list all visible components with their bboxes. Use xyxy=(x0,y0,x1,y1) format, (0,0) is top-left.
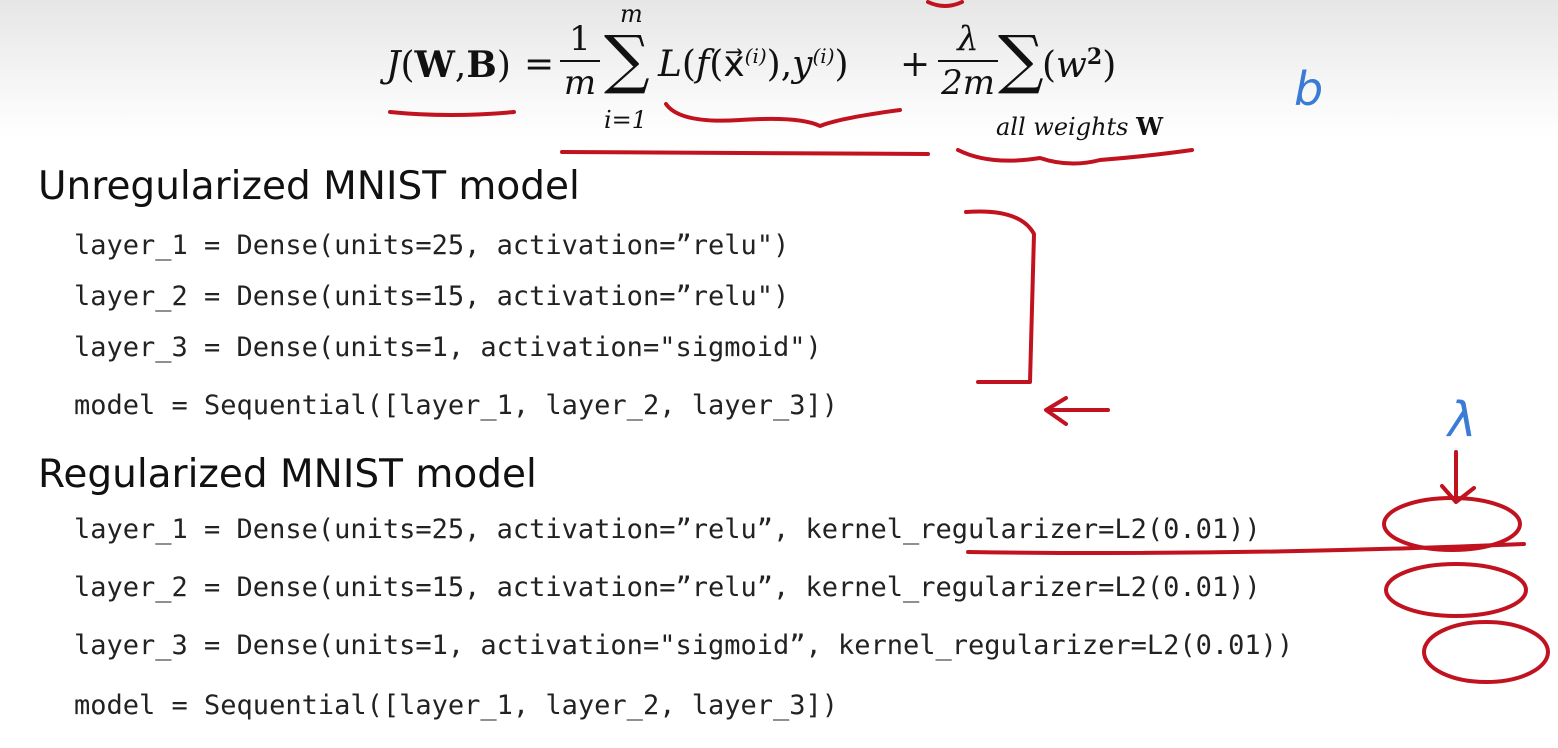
circle-lambda-3 xyxy=(1422,620,1550,684)
cost-lhs: J(W,B) xyxy=(386,44,511,86)
loss-x: x⃗ xyxy=(723,44,745,85)
fraction-one-over-m: 1 m xyxy=(560,20,600,102)
loss-inner-open: ( xyxy=(709,44,724,85)
frac2-numerator: λ xyxy=(957,19,979,59)
frac1-bar xyxy=(560,60,600,62)
circle-lambda-2 xyxy=(1384,562,1528,618)
underline-kernel-regularizer xyxy=(966,542,1526,555)
loss-y: y xyxy=(792,44,813,85)
frac2-bar xyxy=(938,60,998,62)
sum2-w: w xyxy=(1056,45,1087,86)
sum1-upper-limit: m xyxy=(620,0,643,28)
reg-code-line-1: layer_1 = Dense(units=25, activation=”re… xyxy=(74,514,1261,545)
loss-x-sup: (i) xyxy=(744,44,767,68)
sum2-open: ( xyxy=(1042,45,1057,86)
weights-squared: (w2) xyxy=(1042,44,1116,86)
lhs-close: ) xyxy=(496,45,511,86)
lhs-comma: , xyxy=(454,45,467,86)
unreg-code-line-1: layer_1 = Dense(units=25, activation=”re… xyxy=(74,230,790,261)
arrow-lambda-down xyxy=(1440,450,1476,504)
equals-sign: = xyxy=(524,44,555,85)
loss-comma: , xyxy=(780,44,793,85)
sum2-close: ) xyxy=(1102,45,1117,86)
underline-regularization xyxy=(956,148,1194,166)
sum2-sigma: ∑ xyxy=(998,23,1044,97)
loss-open: ( xyxy=(681,44,696,85)
sum2-exponent: 2 xyxy=(1086,44,1103,70)
unregularized-heading: Unregularized MNIST model xyxy=(38,164,580,209)
arrow-to-model xyxy=(1044,396,1110,426)
reg-code-line-2: layer_2 = Dense(units=15, activation=”re… xyxy=(74,572,1261,603)
loss-f: f xyxy=(695,44,710,85)
lhs-func: J xyxy=(386,45,401,86)
plus-sign: + xyxy=(900,44,931,85)
sum2-lower-limit: all weights W xyxy=(996,112,1163,141)
reg-code-line-3: layer_3 = Dense(units=1, activation="sig… xyxy=(74,630,1294,661)
lhs-open: ( xyxy=(400,45,415,86)
unreg-code-line-4: model = Sequential([layer_1, layer_2, la… xyxy=(74,390,839,421)
regularized-heading: Regularized MNIST model xyxy=(38,452,537,497)
sum2-lower-bold: W xyxy=(1136,112,1164,141)
fraction-lambda-over-2m: λ 2m xyxy=(938,20,998,102)
frac2-denominator: 2m xyxy=(941,63,995,103)
sum2-lower-text: all weights xyxy=(996,113,1129,141)
handwritten-lambda-note: λ xyxy=(1448,392,1477,448)
loss-y-sup: (i) xyxy=(812,44,835,68)
underline-average xyxy=(560,150,930,156)
loss-term: L(f(x⃗(i)),y(i)) xyxy=(658,44,849,85)
unreg-code-line-2: layer_2 = Dense(units=15, activation=”re… xyxy=(74,281,790,312)
unreg-code-line-3: layer_3 = Dense(units=1, activation="sig… xyxy=(74,332,822,363)
sum1-sigma: ∑ xyxy=(604,23,650,97)
bracket-unregularized xyxy=(964,209,1036,384)
handwritten-b-note: b xyxy=(1294,62,1324,116)
circle-lambda-1 xyxy=(1382,496,1522,552)
sum1-lower-limit: i=1 xyxy=(604,106,648,134)
lhs-w: W xyxy=(414,44,455,86)
loss-close: ) xyxy=(834,44,849,85)
lhs-b: B xyxy=(466,44,497,86)
loss-inner-close: ) xyxy=(766,44,781,85)
frac1-denominator: m xyxy=(563,63,597,103)
loss-l: L xyxy=(658,44,682,85)
cost-function-formula: J(W,B) = 1 m m ∑ i=1 L(f(x⃗(i)),y(i)) + … xyxy=(382,0,1212,150)
reg-code-line-4: model = Sequential([layer_1, layer_2, la… xyxy=(74,690,839,721)
frac1-numerator: 1 xyxy=(569,19,591,59)
